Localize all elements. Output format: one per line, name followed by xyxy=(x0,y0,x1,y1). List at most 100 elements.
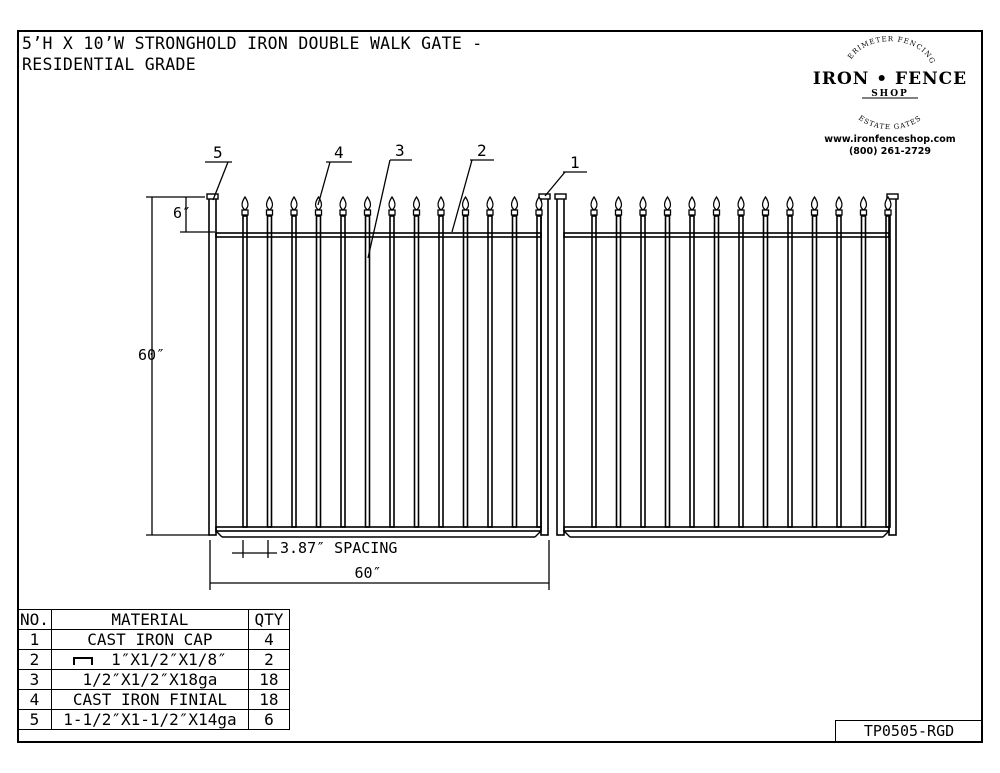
picket xyxy=(438,215,444,528)
finial-collar xyxy=(737,209,745,216)
picket xyxy=(885,215,891,528)
finial-collar xyxy=(614,209,623,216)
finial-spear xyxy=(290,195,298,211)
finial-spear xyxy=(590,195,598,211)
finial-spear xyxy=(510,195,519,211)
picket xyxy=(689,215,695,528)
bottom-rail xyxy=(215,526,542,532)
picket xyxy=(291,215,297,528)
finial-collar xyxy=(535,209,543,216)
picket xyxy=(640,215,646,528)
callout-5-leader xyxy=(212,161,229,201)
corner-detail xyxy=(215,530,223,538)
bom-row-qty: 4 xyxy=(247,629,290,650)
finial-collar xyxy=(388,209,396,216)
finial-collar xyxy=(265,209,274,216)
finial-collar xyxy=(712,209,721,216)
finial-spear xyxy=(639,195,647,211)
finial-collar xyxy=(510,209,519,216)
callout-1-leader xyxy=(544,171,566,197)
picket xyxy=(340,215,346,528)
picket xyxy=(389,215,395,528)
finial-collar xyxy=(859,209,868,216)
finial-spear xyxy=(437,195,445,211)
left-gate-leaf xyxy=(206,193,551,538)
right-gate-leaf xyxy=(554,193,899,538)
callout-label-1: 1 xyxy=(570,153,580,172)
picket xyxy=(487,215,493,528)
finial-collar xyxy=(761,209,770,216)
title-line-2: RESIDENTIAL GRADE xyxy=(22,55,196,74)
bom-header-material: MATERIAL xyxy=(50,609,249,630)
finial-spear xyxy=(241,195,249,211)
finial-spear xyxy=(265,195,274,211)
picket xyxy=(615,215,622,528)
corner-detail xyxy=(882,530,890,538)
finial-collar xyxy=(884,209,892,216)
post-cap xyxy=(886,193,899,200)
post-cap xyxy=(538,193,551,200)
callout-4-leader xyxy=(317,161,331,206)
picket xyxy=(811,215,818,528)
logo-website[interactable]: www.ironfenceshop.com xyxy=(824,134,956,145)
bom-row-no: 3 xyxy=(17,669,52,690)
gate-post xyxy=(208,197,217,536)
finial-collar xyxy=(688,209,696,216)
callout-label-3: 3 xyxy=(395,141,405,160)
picket-spacing-label: 3.87″ SPACING xyxy=(280,539,397,557)
finial-spear xyxy=(786,195,794,211)
finial-collar xyxy=(835,209,843,216)
picket xyxy=(462,215,469,528)
bom-header-qty: QTY xyxy=(247,609,290,630)
finial-spear xyxy=(339,195,347,211)
bom-row: 3 1/2″X1/2″X18ga 18 xyxy=(17,669,290,690)
dimension-lines xyxy=(146,196,550,590)
picket xyxy=(364,215,371,528)
finial-collar xyxy=(786,209,794,216)
bom-row-material: 1″X1/2″X1/8″ xyxy=(111,650,227,669)
finial-spear xyxy=(486,195,494,211)
bottom-rail xyxy=(563,526,890,532)
drawing-number: TP0505-RGD xyxy=(835,720,983,743)
logo-phone[interactable]: (800) 261-2729 xyxy=(848,146,932,157)
bom-row-qty: 18 xyxy=(247,669,290,690)
bom-row: 5 1-1/2″X1-1/2″X14ga 6 xyxy=(17,709,290,730)
drawing-title: 5’H X 10’W STRONGHOLD IRON DOUBLE WALK G… xyxy=(22,33,483,75)
bom-row: 4 CAST IRON FINIAL 18 xyxy=(17,689,290,710)
bom-row-qty: 2 xyxy=(247,649,290,670)
picket xyxy=(511,215,518,528)
bom-header-row: NO. MATERIAL QTY xyxy=(17,609,290,630)
picket xyxy=(860,215,867,528)
post-cap xyxy=(554,193,567,200)
finial-collar xyxy=(461,209,470,216)
finial-collar xyxy=(486,209,494,216)
finial-spear xyxy=(363,195,372,211)
finial-collar xyxy=(241,209,249,216)
callout-2-leader xyxy=(451,159,473,233)
post-cap xyxy=(206,193,219,200)
callout-3-leader xyxy=(367,159,391,259)
bom-row-material: CAST IRON CAP xyxy=(50,629,249,650)
bom-row-qty: 18 xyxy=(247,689,290,710)
picket xyxy=(266,215,273,528)
finial-collar xyxy=(363,209,372,216)
picket xyxy=(762,215,769,528)
bom-row-no: 1 xyxy=(17,629,52,650)
top-rail xyxy=(563,232,890,238)
finial-spear xyxy=(835,195,843,211)
finial-collar xyxy=(314,209,323,216)
finial-spear xyxy=(388,195,396,211)
channel-profile-icon xyxy=(73,656,94,665)
gate-post xyxy=(556,197,565,536)
finial-collar xyxy=(437,209,445,216)
finial-spear xyxy=(412,195,421,211)
callout-label-2: 2 xyxy=(477,141,487,160)
finial-spear xyxy=(663,195,672,211)
finial-spear xyxy=(461,195,470,211)
finial-height-dimension-label: 6″ xyxy=(173,204,191,222)
picket xyxy=(713,215,720,528)
bom-row-no: 2 xyxy=(17,649,52,670)
finial-spear xyxy=(761,195,770,211)
